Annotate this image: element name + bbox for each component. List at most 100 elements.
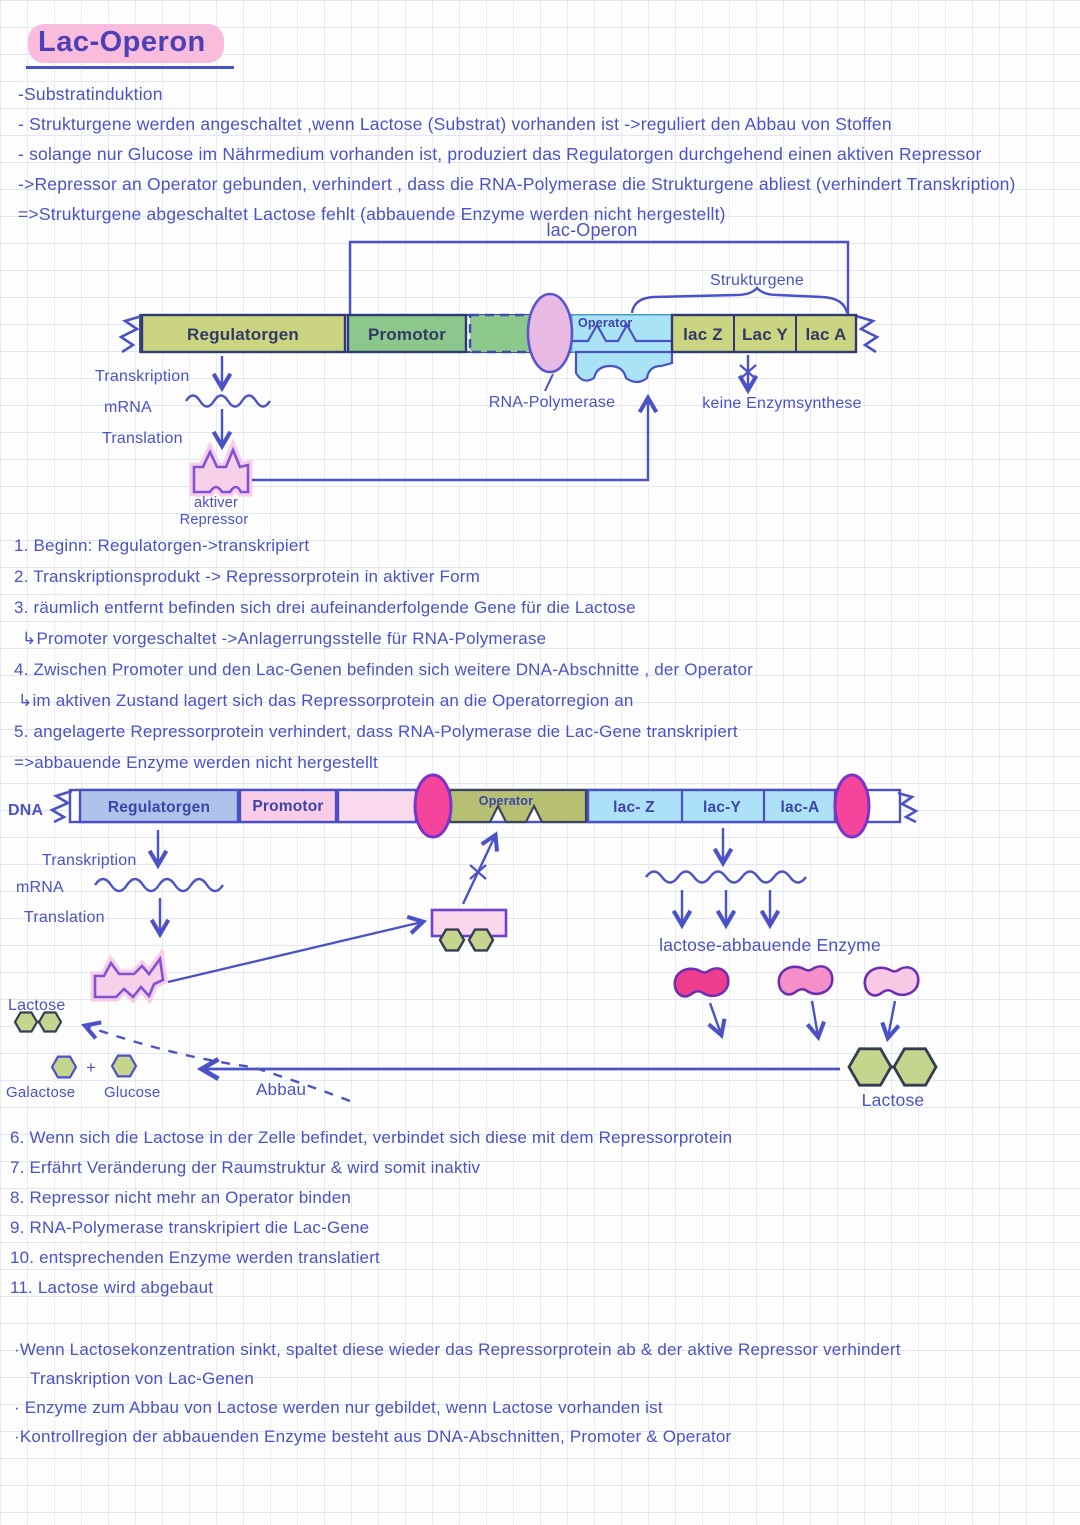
step-line: 5. angelagerte Repressorprotein verhinde… (14, 722, 738, 741)
abbau-label: Abbau (256, 1080, 306, 1099)
lac-z-label: lac Z (683, 325, 723, 344)
promotor-segment: Promotor (346, 313, 468, 354)
regulatorgen-label: Regulatorgen (108, 799, 210, 816)
rna-polymerase-shape (526, 292, 574, 374)
lac-y-label: lac-Y (703, 799, 742, 816)
step-line: 2. Transkriptionsprodukt -> Repressorpro… (14, 567, 480, 586)
lac-z-label: lac- Z (613, 799, 655, 816)
closing-notes: ·Wenn Lactosekonzentration sinkt, spalte… (14, 1340, 901, 1447)
step-line: 7. Erfährt Veränderung der Raumstruktur … (10, 1158, 481, 1177)
enzyme-dark (673, 967, 730, 998)
operator-segment: Operator (448, 788, 588, 824)
intro-line: - solange nur Glucose im Nährmedium vorh… (18, 144, 982, 164)
dna-right-break (855, 314, 880, 354)
spacer-segment (336, 788, 418, 824)
lactose-molecule-small: Lactose (8, 997, 65, 1033)
intro-line: ->Repressor an Operator gebunden, verhin… (18, 174, 1016, 194)
strukturgene-brace: Strukturgene (630, 272, 849, 314)
rna-polymerase-callout-line (544, 373, 554, 392)
dna-label: DNA (8, 802, 44, 819)
mrna-squiggle (184, 394, 272, 408)
repressor-binding-arrow (252, 393, 659, 482)
abbau-dashed-arrow (81, 1020, 351, 1103)
intro-line: =>Strukturgene abgeschaltet Lactose fehl… (18, 204, 726, 224)
dna-left-break (49, 789, 73, 824)
steps-1-5: 1. Beginn: Regulatorgen->transkripiert 2… (14, 536, 753, 773)
rna-polymerase-shape-right (833, 773, 871, 839)
page-title-underline: Lac-Operon (26, 24, 234, 69)
closing-line: ·Wenn Lactosekonzentration sinkt, spalte… (14, 1340, 901, 1359)
closing-line-wrap: Transkription von Lac-Genen (30, 1369, 254, 1388)
dna-right-break (897, 791, 919, 824)
mrna-label: mRNA (16, 879, 64, 896)
diagram-operon-induced: DNA Regulatorgen Promotor Operator lac- … (6, 773, 938, 1110)
lac-operon-bracket-label: lac-Operon (546, 220, 637, 240)
lac-mrna-squiggle (645, 870, 807, 884)
step-line: 9. RNA-Polymerase transkripiert die Lac-… (10, 1218, 370, 1237)
operator-segment: Operator (571, 314, 674, 384)
transkription-label: Transkription (42, 852, 136, 869)
dashed-dna-segment (468, 313, 534, 354)
operator-label: Operator (578, 316, 632, 330)
promotor-segment: Promotor (238, 788, 338, 824)
intro-notes: -Substratinduktion - Strukturgene werden… (18, 84, 1016, 225)
enzyme-action-arrow (805, 1000, 826, 1042)
step-line: 3. räumlich entfernt befinden sich drei … (14, 598, 636, 617)
mrna-label: mRNA (104, 399, 152, 416)
lac-genes-segment: lac Z Lac Y lac A (670, 313, 858, 354)
transkription-label: Transkription (95, 368, 189, 385)
step-line: 11. Lactose wird abgebaut (10, 1278, 214, 1297)
step-subline: ↳Promoter vorgeschaltet ->Anlagerrungsst… (22, 629, 547, 648)
glucose-label: Glucose (104, 1084, 160, 1101)
step-line: 10. entsprechenden Enzyme werden transla… (10, 1248, 380, 1267)
repressor-lactose-complex (430, 908, 508, 952)
enzyme-label: lactose-abbauende Enzyme (659, 935, 881, 955)
enzyme-mid (777, 965, 834, 996)
repressor-label: Repressor (180, 512, 249, 528)
no-enzyme-synthesis: keine Enzymsynthese (702, 355, 862, 412)
intro-line: - Strukturgene werden angeschaltet ,wenn… (18, 114, 892, 134)
step-conclusion: =>abbauende Enzyme werden nicht hergeste… (14, 753, 378, 772)
page-title: Lac-Operon (28, 24, 224, 63)
lac-genes-segment: lac- Z lac-Y lac-A (586, 788, 837, 824)
active-repressor: aktiver Repressor (180, 438, 253, 528)
promotor-label: Promotor (252, 798, 323, 815)
strukturgene-label: Strukturgene (710, 272, 804, 289)
regulatorgen-label: Regulatorgen (187, 325, 299, 344)
inactive-repressor (90, 947, 168, 1005)
closing-line: ·Kontrollregion der abbauenden Enzyme be… (14, 1427, 732, 1446)
operator-label: Operator (479, 794, 533, 808)
lactose-small-label: Lactose (8, 997, 65, 1014)
blocked-binding-arrow (461, 831, 500, 905)
lac-a-label: lac A (805, 325, 846, 344)
enzyme-action-arrow (880, 1000, 901, 1043)
closing-line: · Enzyme zum Abbau von Lactose werden nu… (14, 1398, 663, 1417)
keine-enzymsynthese-label: keine Enzymsynthese (702, 395, 861, 412)
rna-polymerase-shape (413, 773, 453, 839)
promotor-label: Promotor (368, 325, 446, 344)
regulatorgen-segment: Regulatorgen (78, 788, 240, 824)
enzyme-action-arrow (707, 1002, 727, 1039)
diagram-operon-repressed: lac-Operon Strukturgene Regulatorgen Pro… (95, 220, 880, 528)
step-subline: ↳im aktiven Zustand lagert sich das Repr… (18, 691, 634, 710)
lac-a-label: lac-A (781, 799, 820, 816)
enzyme-shapes (673, 965, 920, 998)
galactose-label: Galactose (6, 1084, 75, 1101)
intro-line: -Substratinduktion (18, 84, 163, 104)
lactose-molecule-large: Lactose (847, 1047, 938, 1110)
lac-y-label: Lac Y (742, 325, 789, 344)
bound-repressor-shape (574, 350, 674, 384)
lac-operon-bracket: lac-Operon (348, 220, 850, 318)
step-line: 8. Repressor nicht mehr an Operator bind… (10, 1188, 352, 1207)
step-line: 6. Wenn sich die Lactose in der Zelle be… (10, 1128, 733, 1147)
step-line: 1. Beginn: Regulatorgen->transkripiert (14, 536, 310, 555)
plus-sign: + (86, 1058, 96, 1077)
lactose-big-label: Lactose (862, 1090, 925, 1110)
galactose-glucose-products: + Galactose Glucose (6, 1054, 160, 1101)
mrna-squiggle (94, 877, 224, 893)
regulatorgen-segment: Regulatorgen (140, 313, 347, 354)
aktiver-label: aktiver (194, 495, 238, 511)
translation-label: Translation (24, 909, 105, 926)
dna-left-break (118, 314, 143, 354)
